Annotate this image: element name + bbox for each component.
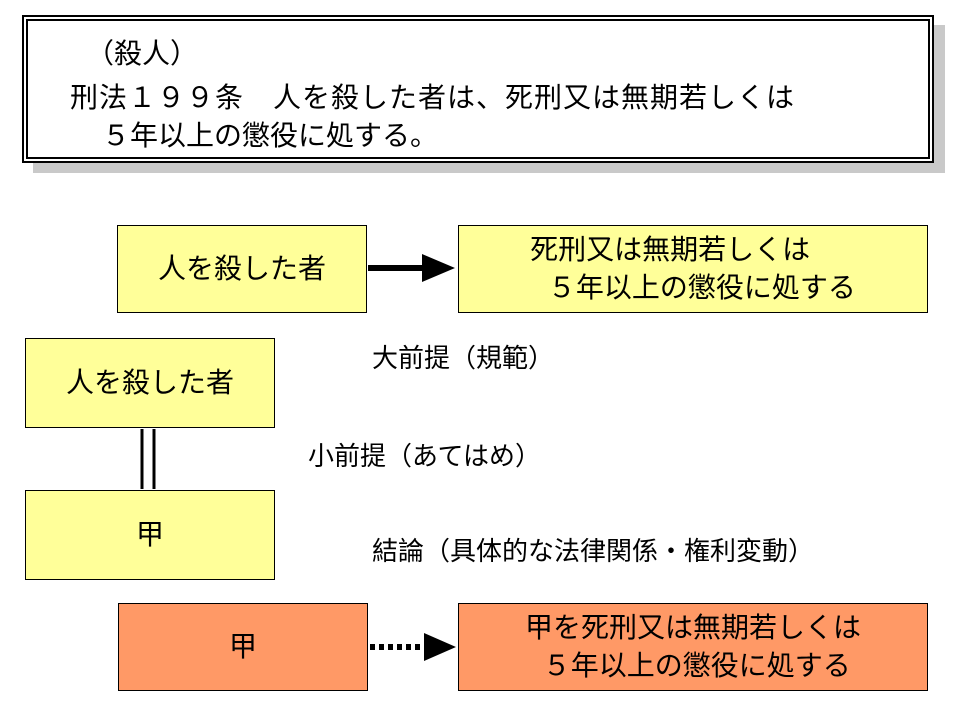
conclusion-effect-text: 甲を死刑又は無期若しくは ５年以上の懲役に処する	[524, 611, 861, 682]
conclusion-arrow-head	[424, 633, 456, 661]
statute-text-line2: ５年以上の懲役に処する。	[102, 119, 439, 152]
minor-premise-text: 甲	[135, 518, 164, 551]
conclusion-effect-box: 甲を死刑又は無期若しくは ５年以上の懲役に処する	[458, 603, 928, 691]
rule-effect-box: 死刑又は無期若しくは ５年以上の懲役に処する	[458, 225, 928, 313]
rule-arrow-head	[422, 254, 455, 282]
rule-effect-text: 死刑又は無期若しくは ５年以上の懲役に処する	[530, 233, 856, 304]
conclusion-subject-box: 甲	[118, 603, 368, 691]
major-premise-box: 人を殺した者	[25, 338, 275, 428]
major-premise-label: 大前提（規範）	[372, 344, 555, 374]
conclusion-label: 結論（具体的な法律関係・権利変動）	[372, 537, 815, 567]
rule-condition-box: 人を殺した者	[117, 225, 367, 313]
conclusion-subject-text: 甲	[228, 630, 257, 663]
statute-box: （殺人） 刑法１９９条 人を殺した者は、死刑又は無期若しくは ５年以上の懲役に処…	[22, 15, 934, 163]
minor-premise-label: 小前提（あてはめ）	[308, 442, 541, 472]
rule-condition-text: 人を殺した者	[157, 252, 326, 285]
statute-heading: （殺人）	[86, 37, 199, 70]
minor-premise-box: 甲	[25, 490, 275, 580]
statute-text-line1: 刑法１９９条 人を殺した者は、死刑又は無期若しくは	[70, 81, 796, 114]
major-premise-text: 人を殺した者	[65, 366, 234, 399]
